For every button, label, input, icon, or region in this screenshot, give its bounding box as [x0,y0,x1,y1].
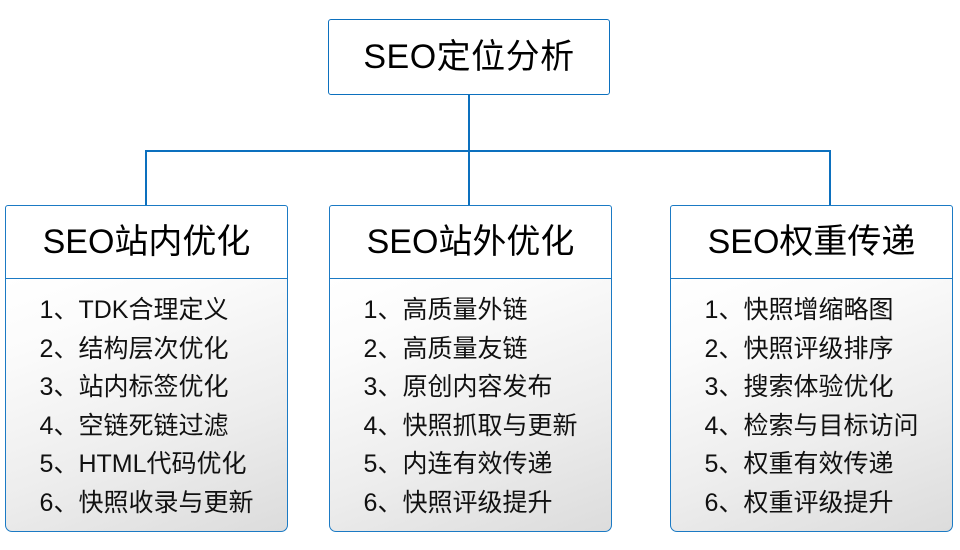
list-item: 2、结构层次优化 [39,334,229,363]
list-item: 1、快照增缩略图 [704,296,894,324]
list-item: 6、快照评级提升 [363,488,553,517]
branch-header-label-1: SEO站内优化 [42,223,251,261]
list-item: 1、高质量外链 [363,296,528,324]
branch-column-3: SEO权重传递 1、快照增缩略图 2、快照评级排序 3、搜索体验优化 4、检索与… [670,205,953,532]
branch-body-3: 1、快照增缩略图 2、快照评级排序 3、搜索体验优化 4、检索与目标访问 5、权… [670,279,953,532]
connector-branch-vertical-3 [829,150,831,206]
branch-header-box-3[interactable]: SEO权重传递 [670,205,953,279]
list-item: 2、快照评级排序 [704,334,894,363]
list-item: 5、HTML代码优化 [39,450,247,478]
list-item: 1、TDK合理定义 [39,296,229,324]
list-item: 3、站内标签优化 [39,373,229,401]
branch-header-box-1[interactable]: SEO站内优化 [5,205,288,279]
root-node-label: SEO定位分析 [363,38,575,76]
connector-horizontal-bus [145,150,831,152]
list-item: 3、原创内容发布 [363,373,553,401]
list-item: 5、内连有效传递 [363,450,553,478]
branch-column-1: SEO站内优化 1、TDK合理定义 2、结构层次优化 3、站内标签优化 4、空链… [5,205,288,532]
list-item: 6、权重评级提升 [704,488,894,517]
list-item: 4、检索与目标访问 [704,411,919,440]
list-item: 6、快照收录与更新 [39,488,254,517]
root-node-box[interactable]: SEO定位分析 [328,19,610,95]
list-item: 4、快照抓取与更新 [363,411,578,440]
connector-branch-vertical-1 [145,150,147,206]
list-item: 2、高质量友链 [363,334,528,363]
branch-body-2: 1、高质量外链 2、高质量友链 3、原创内容发布 4、快照抓取与更新 5、内连有… [329,279,612,532]
list-item: 4、空链死链过滤 [39,411,229,440]
branch-column-2: SEO站外优化 1、高质量外链 2、高质量友链 3、原创内容发布 4、快照抓取与… [329,205,612,532]
branch-header-box-2[interactable]: SEO站外优化 [329,205,612,279]
list-item: 5、权重有效传递 [704,450,894,478]
connector-root-vertical [468,95,470,151]
connector-branch-vertical-2 [468,150,470,206]
branch-body-1: 1、TDK合理定义 2、结构层次优化 3、站内标签优化 4、空链死链过滤 5、H… [5,279,288,532]
branch-header-label-2: SEO站外优化 [366,223,575,261]
branch-header-label-3: SEO权重传递 [707,223,916,261]
list-item: 3、搜索体验优化 [704,373,894,401]
